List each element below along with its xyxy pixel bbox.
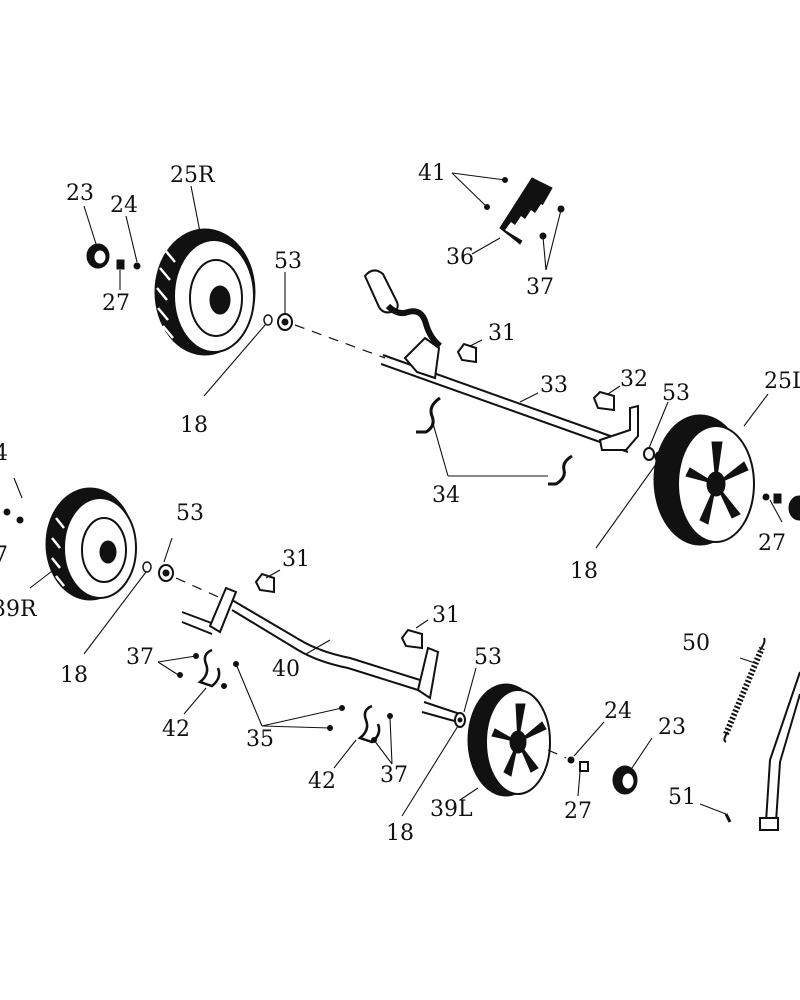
washer-18-top [263, 314, 273, 326]
spring-clip-34-a [416, 396, 441, 434]
label-23-low: 23 [658, 715, 686, 740]
washer-53-top [277, 313, 293, 331]
label-18-low: 18 [386, 821, 414, 846]
axle-centerline-left [175, 577, 226, 601]
washer-18-left [142, 561, 152, 573]
label-24-top: 24 [110, 193, 138, 218]
label-37-top: 37 [526, 275, 554, 300]
label-40: 40 [272, 657, 300, 682]
label-37-low: 37 [380, 763, 408, 788]
label-42-low: 42 [308, 769, 336, 794]
wheel-25L [653, 414, 755, 546]
bushing-31-top [456, 342, 477, 364]
label-39L: 39L [430, 797, 473, 822]
label-32: 32 [620, 367, 648, 392]
label-27-top: 27 [102, 291, 130, 316]
label-41: 41 [418, 161, 446, 186]
wheel-25R [154, 228, 256, 356]
height-plate-36 [499, 177, 553, 245]
front-axle-40 [181, 586, 461, 723]
leader-lines [13, 172, 783, 817]
washer-53-left [158, 564, 174, 582]
label-25L: 25L [764, 369, 800, 394]
label-39R: 39R [0, 597, 38, 622]
adjust-lever [363, 269, 442, 380]
label-18-top: 18 [180, 413, 208, 438]
label-50: 50 [682, 631, 710, 656]
label-31-mid: 31 [282, 547, 310, 572]
pin-51 [724, 813, 732, 823]
washer-18-mid [643, 447, 655, 461]
label-35: 35 [246, 727, 274, 752]
clip-42-left [177, 648, 239, 689]
label-51: 51 [668, 785, 696, 810]
axle-centerline-top [294, 324, 386, 359]
handle-bar [759, 671, 800, 831]
bushing-31-mid [254, 572, 275, 594]
label-27-low: 27 [564, 799, 592, 824]
bearing-right-cut [788, 495, 800, 521]
label-18-mid: 18 [570, 559, 598, 584]
wheel-39R [45, 487, 137, 601]
bushing-31-low [400, 628, 423, 650]
bushing-32 [592, 390, 615, 412]
label-7-cut: 7 [0, 543, 8, 568]
pin-24-top [133, 262, 141, 270]
spring-clip-34-b [548, 454, 573, 486]
label-37-left: 37 [126, 645, 154, 670]
pin-left-b [16, 516, 24, 524]
bearing-23-top [86, 243, 110, 269]
label-53-top: 53 [274, 249, 302, 274]
axle-centerline-low [547, 749, 567, 759]
nut-right [773, 493, 782, 504]
washer-18-low [454, 712, 466, 728]
label-4-cut: 4 [0, 441, 8, 466]
label-25R: 25R [170, 163, 216, 188]
washer-27-right [762, 493, 770, 501]
label-53-mid: 53 [662, 381, 690, 406]
bracket-right [598, 404, 639, 451]
label-31-low: 31 [432, 603, 460, 628]
label-23-top: 23 [66, 181, 94, 206]
label-34: 34 [432, 483, 460, 508]
label-27-right: 27 [758, 531, 786, 556]
clip-42-low [327, 704, 393, 744]
washer-27-low [579, 761, 589, 772]
wheel-39L [467, 683, 551, 797]
pin-24-low [567, 756, 575, 764]
bearing-23-low [612, 765, 638, 795]
washer-27-top [116, 259, 125, 270]
spring-50 [723, 637, 766, 743]
label-24-low: 24 [604, 699, 632, 724]
label-31-top: 31 [488, 321, 516, 346]
label-33: 33 [540, 373, 568, 398]
pin-left-a [3, 508, 11, 516]
label-53-low: 53 [474, 645, 502, 670]
label-53-left: 53 [176, 501, 204, 526]
label-42-left: 42 [162, 717, 190, 742]
label-18-left: 18 [60, 663, 88, 688]
label-36: 36 [446, 245, 474, 270]
